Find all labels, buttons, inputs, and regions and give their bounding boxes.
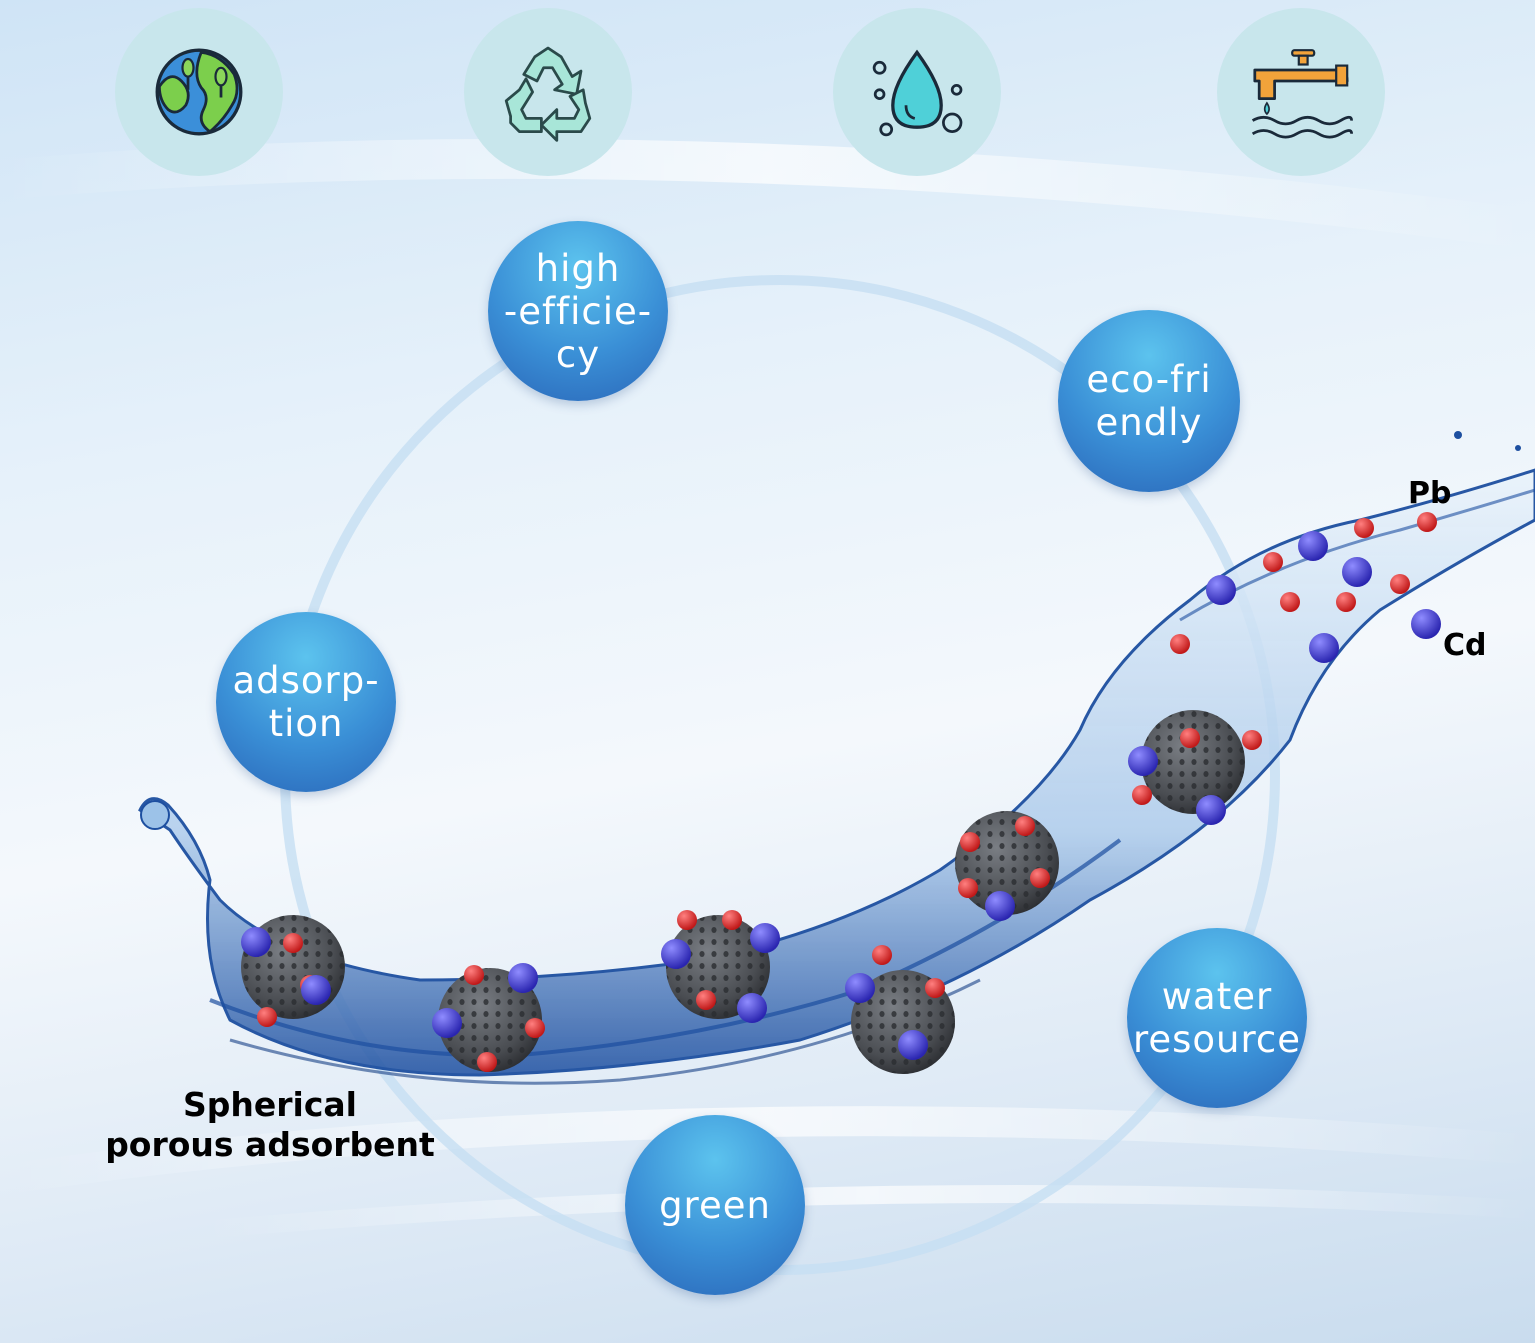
cd-label: Cd <box>1443 628 1487 663</box>
bubble-eco-friendly: eco-fri endly <box>1058 310 1240 492</box>
recycle-icon <box>464 8 632 176</box>
bubble-adsorption: adsorp- tion <box>216 612 396 792</box>
adsorbent-caption-text: Spherical porous adsorbent <box>105 1085 435 1164</box>
bubble-green-label: green <box>659 1183 771 1227</box>
earth-plant-icon <box>115 8 283 176</box>
bubble-green: green <box>625 1115 805 1295</box>
bubble-adsorption-label: adsorp- tion <box>232 659 380 745</box>
bubble-water-resource-label: water resource <box>1132 975 1302 1061</box>
bubble-high-efficiency-label: high -efficie- cy <box>503 246 653 376</box>
pb-label: Pb <box>1408 476 1452 511</box>
bubble-high-efficiency: high -efficie- cy <box>488 221 668 401</box>
bubble-eco-friendly-label: eco-fri endly <box>1086 358 1212 444</box>
water-drop-icon <box>833 8 1001 176</box>
cd-ions <box>241 531 1441 1060</box>
faucet-water-icon <box>1217 8 1385 176</box>
adsorbent-caption: Spherical porous adsorbent <box>80 1085 460 1165</box>
bubble-water-resource: water resource <box>1127 928 1307 1108</box>
